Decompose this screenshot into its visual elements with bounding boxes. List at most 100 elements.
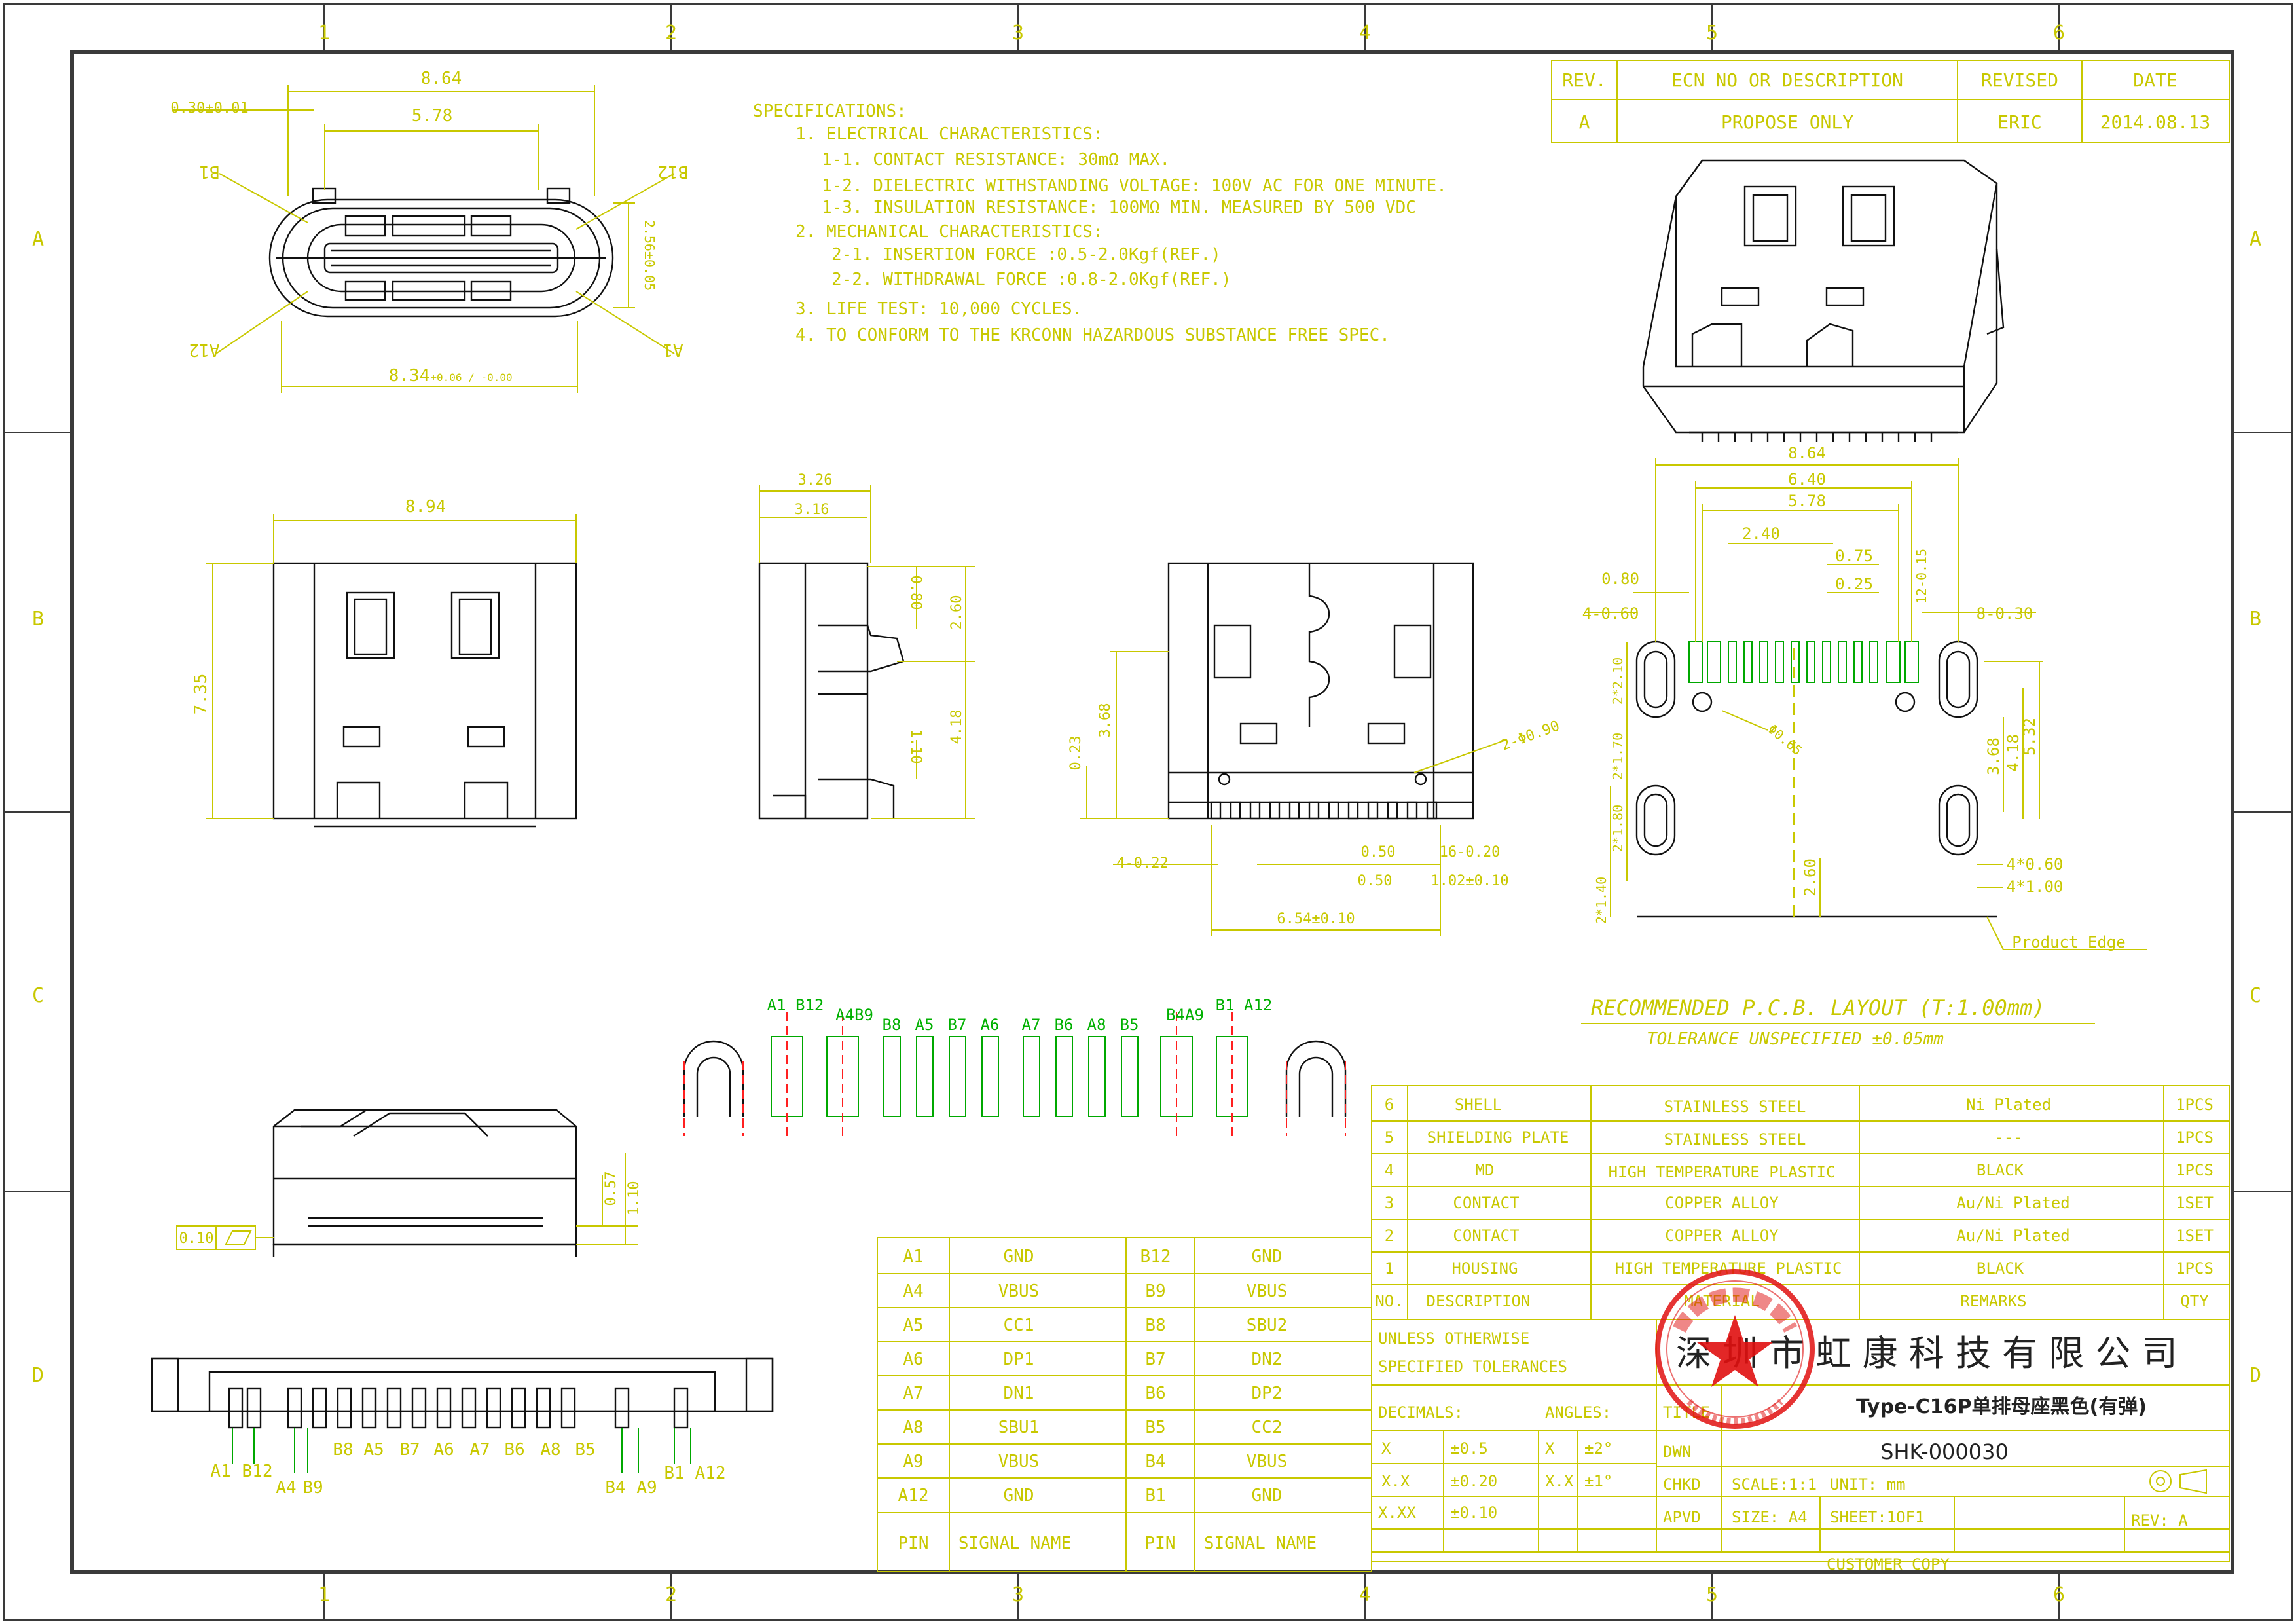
top-view: 8.94 7.35: [191, 497, 577, 828]
pcb-dims: 8.64 6.40 5.78 2.40 0.75 0.25 12-0.15 0.…: [1582, 444, 2147, 951]
bom-row-6-no: 6: [1385, 1096, 1394, 1114]
dim-rear-5: 0.50: [1361, 844, 1396, 860]
tb-chkd: CHKD: [1663, 1475, 1701, 1494]
dim-rear-6: 0.50: [1358, 873, 1393, 889]
tb-tol-x: X: [1381, 1439, 1391, 1458]
bom-row-5-remarks: ---: [1994, 1128, 2022, 1147]
iso-pin-row: [1689, 431, 1958, 442]
bom-row-2-material: COPPER ALLOY: [1665, 1227, 1779, 1245]
tb-dwn: DWN: [1663, 1443, 1691, 1461]
bom-row-6-material: STAINLESS STEEL: [1664, 1098, 1806, 1116]
rev-header-desc: ECN NO OR DESCRIPTION: [1671, 69, 1903, 91]
dim-rear-4: 4-0.22: [1116, 855, 1168, 872]
pcb-pads: [1688, 641, 1919, 683]
rev-date: 2014.08.13: [2100, 111, 2211, 133]
pin-row-5-pin: A7: [903, 1384, 923, 1403]
dim-side-1: 3.26: [798, 472, 833, 489]
pin-row-7-signal2: VBUS: [1247, 1452, 1288, 1471]
rear-view: 3.68 0.23 2-Φ0.90 4-0.22 0.50 0.50 16-0.…: [1068, 562, 1562, 936]
pin-footer-signal2: SIGNAL NAME: [1204, 1534, 1317, 1553]
pad-label-9: A8: [1087, 1016, 1106, 1034]
pin-row-5-pin2: B6: [1145, 1384, 1165, 1403]
bom-row-2-qty: 1SET: [2176, 1227, 2214, 1245]
dim-side-3: 0.80: [907, 576, 924, 610]
tb-unless-2: SPECIFIED TOLERANCES: [1378, 1357, 1567, 1376]
dim-side-6: 1.10: [907, 729, 924, 764]
pin-row-1-signal2: GND: [1252, 1247, 1283, 1266]
tb-unless-1: UNLESS OTHERWISE: [1378, 1329, 1529, 1348]
pad-row-view: A1 B12 A4B9 B8 A5 B7 A6 A7 B6 A8 B5 B4A9…: [683, 996, 1347, 1139]
pin-row-3-signal2: SBU2: [1247, 1316, 1288, 1335]
dim-front-bottom: 8.34: [389, 366, 430, 386]
spec-line-1-2: 1-2. DIELECTRIC WITHSTANDING VOLTAGE: 10…: [822, 176, 1447, 196]
bom-header-remarks: REMARKS: [1960, 1292, 2026, 1310]
grid-col-bottom-2: 2: [665, 1583, 677, 1606]
pcb-dim-4: 2.40: [1742, 525, 1780, 543]
pcb-dim-11: 2*2.10: [1610, 657, 1626, 705]
pin-label-5: B8: [333, 1440, 353, 1460]
pin-label-4: B9: [302, 1478, 323, 1498]
projection-symbol: [2149, 1469, 2207, 1494]
pcb-dim-3: 5.78: [1788, 492, 1826, 510]
bom-row-4-desc: MD: [1476, 1161, 1495, 1179]
pcb-dim-2: 6.40: [1788, 470, 1826, 489]
bom-header-qty: QTY: [2180, 1292, 2209, 1310]
pin-label-10: B6: [504, 1440, 524, 1460]
tb-size: SIZE: A4: [1732, 1508, 1808, 1526]
pad-label-3: B8: [883, 1016, 902, 1034]
spec-heading: SPECIFICATIONS:: [753, 101, 907, 121]
grid-row-left-b: B: [32, 608, 44, 631]
tb-tol-xx-ang: X.X: [1545, 1472, 1574, 1490]
dim-bottom-2: 1.10: [626, 1181, 642, 1216]
tb-rev: REV: A: [2131, 1511, 2188, 1530]
pcb-dim-16: 3.68: [1984, 737, 2003, 775]
pin-row-4-signal: DP1: [1004, 1350, 1034, 1369]
pin-row-8-pin2: B1: [1145, 1486, 1165, 1505]
pin-label-15: B1: [664, 1464, 684, 1483]
dim-bottom-1: 0.57: [603, 1172, 619, 1206]
pin-label-13: B4: [605, 1478, 625, 1498]
dim-front-overall: 8.64: [421, 69, 462, 88]
pcb-dim-5: 0.75: [1835, 547, 1873, 565]
pad-label-11: B4A9: [1166, 1006, 1204, 1024]
bom-row-4-qty: 1PCS: [2176, 1161, 2214, 1179]
pad-label-4: A5: [915, 1016, 934, 1034]
bom-row-1-desc: HOUSING: [1451, 1259, 1518, 1278]
pin-row-2-pin2: B9: [1145, 1282, 1165, 1301]
dim-side-4: 2.60: [949, 595, 965, 630]
dim-rear-8: 1.02±0.10: [1430, 873, 1508, 889]
bom-row-3-remarks: Au/Ni Plated: [1956, 1194, 2069, 1212]
grid-col-top-6: 6: [2053, 22, 2065, 45]
bom-row-5-qty: 1PCS: [2176, 1128, 2214, 1147]
pin-label-2: B12: [242, 1462, 273, 1481]
tb-apvd: APVD: [1663, 1508, 1701, 1526]
bom-row-2-desc: CONTACT: [1453, 1227, 1519, 1245]
pin-label-8: A6: [433, 1440, 454, 1460]
bottom-pins-view: A1 B12 A4 B9 B8 A5 B7 A6 A7 B6 A8 B5 B4 …: [151, 1357, 774, 1498]
bom-row-3-qty: 1SET: [2176, 1194, 2214, 1212]
pcb-layout-subtitle: TOLERANCE UNSPECIFIED ±0.05mm: [1647, 1029, 1944, 1049]
pin-row-4-pin: A6: [903, 1350, 923, 1369]
rev-header-rev: REV.: [1562, 69, 1606, 91]
bom-row-3-desc: CONTACT: [1453, 1194, 1519, 1212]
pin-row-5-signal: DN1: [1004, 1384, 1034, 1403]
bottom-pins: [228, 1387, 689, 1429]
pin-label-7: B7: [399, 1440, 420, 1460]
pin-row-1-pin: A1: [903, 1247, 923, 1266]
isometric-view: [1642, 159, 2005, 442]
spec-line-1: 1. ELECTRICAL CHARACTERISTICS:: [795, 124, 1103, 144]
pcb-dim-10: 8-0.30: [1977, 604, 2033, 623]
spec-line-2-2: 2-2. WITHDRAWAL FORCE :0.8-2.0Kgf(REF.): [831, 270, 1231, 289]
bom-row-1-no: 1: [1385, 1259, 1394, 1278]
title-block: UNLESS OTHERWISE SPECIFIED TOLERANCES DE…: [1371, 1319, 2230, 1574]
company-seal: [1655, 1269, 1815, 1429]
grid-col-bottom-6: 6: [2053, 1583, 2065, 1606]
bom-table: 6 SHELL STAINLESS STEEL Ni Plated 1PCS 5…: [1371, 1085, 2230, 1320]
grid-col-top-5: 5: [1706, 22, 1718, 45]
pad-label-7: A7: [1022, 1016, 1041, 1034]
pin-row-2-signal: VBUS: [998, 1282, 1040, 1301]
front-label-a1: A1: [663, 340, 683, 360]
pad-label-2: A4B9: [835, 1006, 873, 1024]
pcb-dim-7: 12-0.15: [1914, 549, 1929, 604]
pin-label-16: A12: [695, 1464, 726, 1483]
